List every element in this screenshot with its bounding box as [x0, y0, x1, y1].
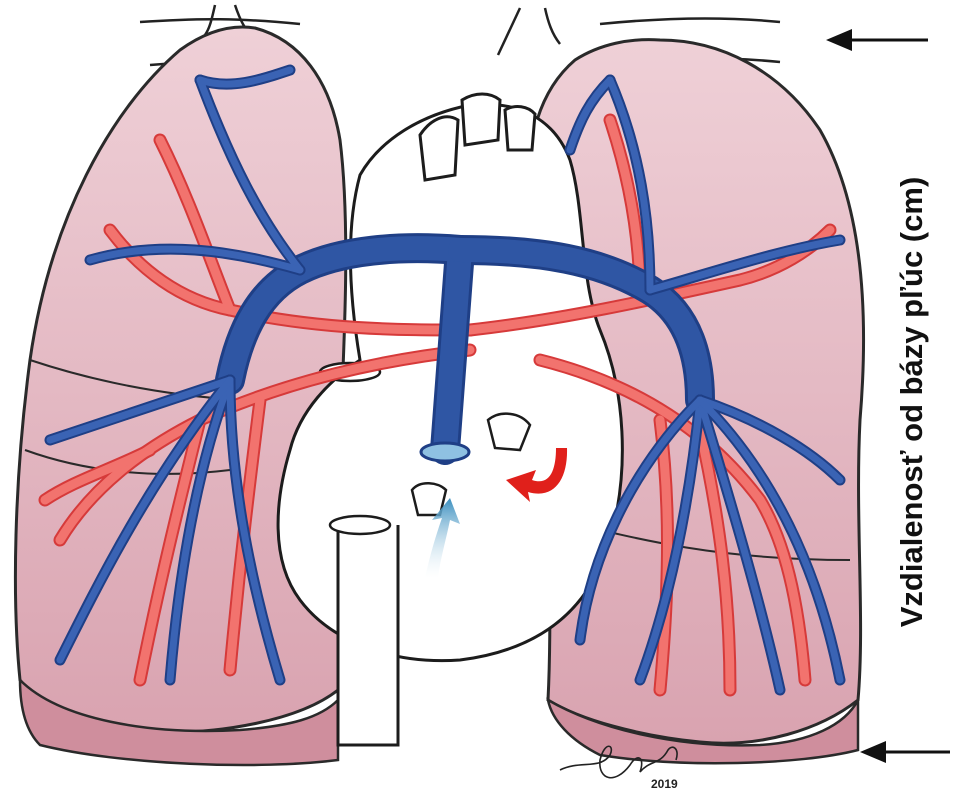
ivc-ring — [330, 516, 390, 534]
distance-axis-label-text: Vzdialenosť od bázy pľúc (cm) — [894, 177, 930, 628]
pulmonary-trunk-opening — [421, 443, 469, 461]
inferior-vena-cava — [338, 525, 398, 745]
arrow-left-icon — [826, 29, 928, 51]
signature-year: 2019 — [651, 777, 678, 791]
arrow-left-icon — [860, 741, 950, 763]
